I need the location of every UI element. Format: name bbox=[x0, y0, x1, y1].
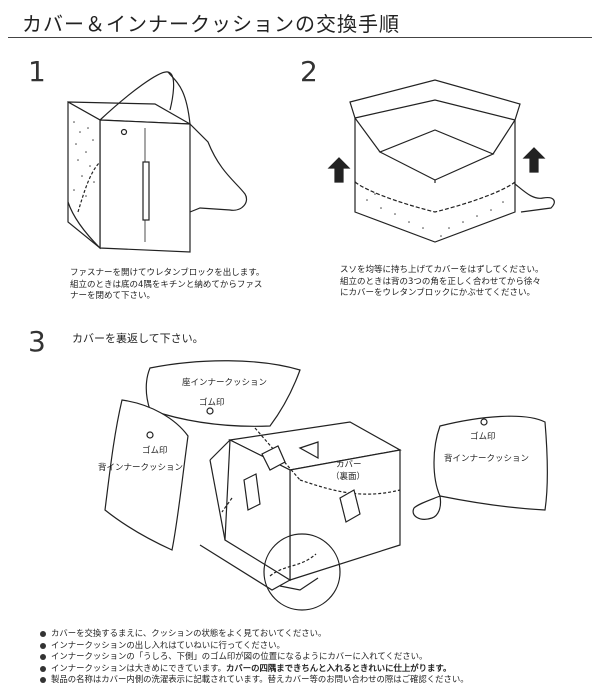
note-text: カバーを交換するまえに、クッションの状態をよく見ておいてください。 bbox=[51, 628, 327, 638]
note-item: インナークッションの「うしろ、下側」のゴム印が図の位置になるようにカバーに入れて… bbox=[40, 651, 590, 663]
note-text: インナークッションの出し入れはていねいに行ってください。 bbox=[51, 639, 285, 650]
note-bold-text: カバーの四隅まできちんと入れるときれいに仕上がります。 bbox=[226, 662, 452, 673]
step-1-description: ファスナーを開けてウレタンブロックを出します。 組立のときは底の4隅をキチンと納… bbox=[70, 268, 264, 303]
step-1-illustration bbox=[67, 71, 248, 253]
step-2-line: にカバーをウレタンブロックにかぶせてください。 bbox=[340, 288, 535, 298]
bullet-icon bbox=[40, 654, 46, 661]
step-3-illustration bbox=[104, 360, 548, 611]
notes-list: カバーを交換するまえに、クッションの状態をよく見ておいてください。 インナークッ… bbox=[40, 628, 590, 686]
note-item: カバーを交換するまえに、クッションの状態をよく見ておいてください。 bbox=[40, 628, 590, 640]
step-3-number: 3 bbox=[28, 325, 46, 358]
seat-rubber-mark-label: ゴム印 bbox=[199, 398, 225, 408]
note-text: 製品の名称はカバー内側の洗濯表示に記載されています。替えカバー等のお問い合わせの… bbox=[51, 674, 469, 685]
step-1-number: 1 bbox=[28, 55, 46, 88]
page-title: カバー＆インナークッションの交換手順 bbox=[22, 12, 400, 36]
step-1-line: ファスナーを開けてウレタンブロックを出します。 bbox=[70, 268, 265, 278]
seat-cushion-label: 座インナークッション bbox=[182, 378, 268, 388]
note-item: インナークッションは大きめにできています。カバーの四隅まできちんと入れるときれい… bbox=[40, 663, 590, 675]
step-2-illustration bbox=[327, 79, 555, 243]
step-2-line: スソを均等に持ち上げてカバーをはずしてください。 bbox=[340, 265, 544, 275]
note-text: インナークッションの「うしろ、下側」のゴム印が図の位置になるようにカバーに入れて… bbox=[51, 651, 428, 662]
bullet-icon bbox=[40, 677, 46, 684]
left-back-cushion-label: 背インナークッション bbox=[98, 463, 184, 473]
step-1-line: ナーを閉めて下さい。 bbox=[70, 291, 156, 301]
cover-label: カバー bbox=[336, 460, 362, 470]
step-2-number: 2 bbox=[300, 55, 318, 88]
note-text: インナークッションは大きめにできています。 bbox=[51, 662, 227, 673]
step-3-instruction: カバーを裏返して下さい。 bbox=[72, 332, 204, 345]
step-2-line: 組立のときは背の3つの角を正しく合わせてから徐々 bbox=[340, 276, 541, 287]
step-2-description: スソを均等に持ち上げてカバーをはずしてください。 組立のときは背の3つの角を正し… bbox=[340, 265, 544, 300]
bullet-icon bbox=[40, 631, 46, 637]
cover-reverse-label: （裏面） bbox=[331, 472, 366, 482]
right-rubber-mark-label: ゴム印 bbox=[470, 432, 496, 442]
note-item: インナークッションの出し入れはていねいに行ってください。 bbox=[40, 640, 590, 652]
bullet-icon bbox=[40, 642, 46, 649]
title-divider bbox=[8, 37, 592, 38]
left-rubber-mark-label: ゴム印 bbox=[142, 446, 168, 456]
step-1-line: 組立のときは底の4隅をキチンと納めてからファス bbox=[70, 279, 263, 290]
bullet-icon bbox=[40, 665, 46, 672]
right-back-cushion-label: 背インナークッション bbox=[444, 454, 530, 464]
note-item: 製品の名称はカバー内側の洗濯表示に記載されています。替えカバー等のお問い合わせの… bbox=[40, 674, 590, 686]
